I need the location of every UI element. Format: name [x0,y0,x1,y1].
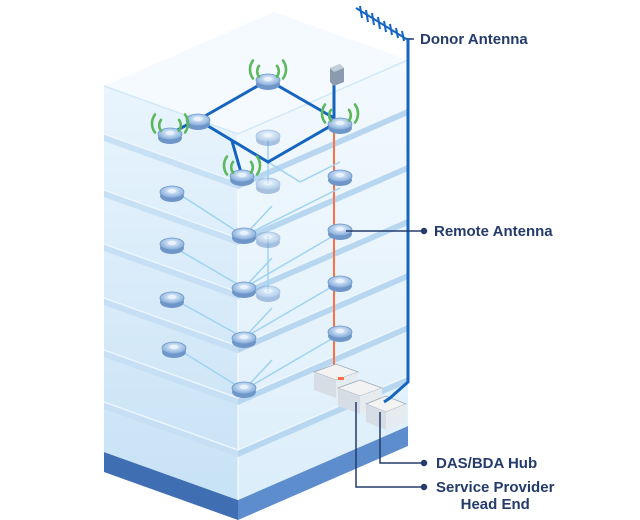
remote-antenna-icon [327,223,353,240]
remote-antennas [157,73,353,398]
remote-antenna-icon [157,127,183,144]
remote-antenna-icon [161,341,187,358]
remote-antenna-icon [255,285,281,302]
signal-wave-icon [248,59,288,80]
donor-cable [383,38,410,404]
floor-slab [103,323,409,405]
remote-antenna-icon [327,117,353,134]
signal-wave-icon [222,155,262,176]
remote-antenna-icon [327,325,353,342]
service-provider-label-line2: Head End [460,496,530,513]
hub-equipment-icon [312,363,408,430]
signal-waves [150,59,360,176]
cable-run [267,161,341,183]
service-provider-head-end-label: Service Provider Head End [436,479,554,513]
remote-antenna-icon [255,73,281,90]
remote-antenna-icon [231,227,257,244]
das-bda-hub-label: DAS/BDA Hub [436,455,538,472]
remote-antenna-icon [327,275,353,292]
signal-wave-icon [150,113,190,134]
service-provider-label-line1: Service Provider [436,479,555,496]
donor-antenna-icon [355,5,409,42]
building-base [104,426,408,520]
remote-antenna-icon [229,169,255,186]
donor-antenna-label: Donor Antenna [420,31,528,48]
remote-antenna-icon [159,237,185,254]
floor-slabs [103,107,409,457]
remote-antenna-icon [159,291,185,308]
roof-junction-box [330,64,344,86]
remote-antenna-icon [159,185,185,202]
remote-antenna-icon [255,129,281,146]
remote-antenna-icon [327,169,353,186]
callout-lines [346,38,428,491]
remote-antenna-icon [255,177,281,194]
remote-antenna-icon [255,231,281,248]
remote-antenna-icon [231,381,257,398]
remote-antenna-icon [185,113,211,130]
remote-antenna-icon [231,331,257,348]
signal-wave-icon [320,103,360,124]
remote-antenna-label: Remote Antenna [434,223,553,240]
remote-antenna-icon [231,281,257,298]
